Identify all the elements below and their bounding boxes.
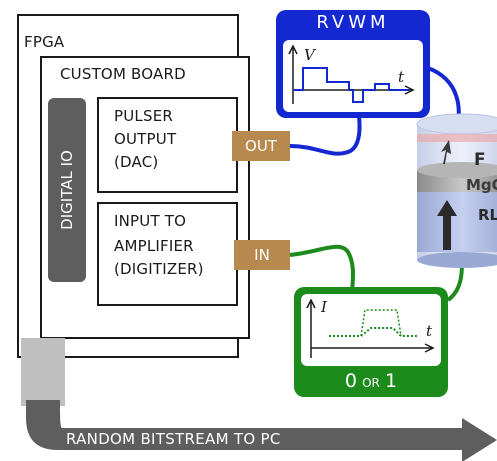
in-port: IN: [234, 240, 290, 270]
readout-plot: [306, 298, 435, 358]
readout-x-axis-label: t: [426, 322, 433, 340]
rvwm-title: RVWM: [316, 12, 390, 33]
out-port: OUT: [232, 131, 290, 161]
device-bottom-label: RL: [478, 206, 497, 224]
readout-title-or: OR: [362, 376, 380, 390]
readout-title-zero: 0: [344, 370, 357, 392]
rvwm-x-axis-label: t: [398, 68, 405, 86]
mtj-device: [416, 113, 497, 268]
readout-title: 0 OR 1: [294, 370, 448, 392]
amplifier-box: [97, 202, 238, 306]
readout-y-axis-label: I: [321, 298, 327, 316]
readout-trace-low: [329, 327, 419, 337]
fpga-label: FPGA: [24, 33, 65, 51]
digital-io-bar: [48, 98, 86, 282]
rvwm-y-axis-label: V: [304, 46, 315, 64]
pulser-label-2: OUTPUT: [114, 130, 177, 148]
custom-board-label: CUSTOM BOARD: [60, 65, 186, 83]
device-middle-label: MgO: [466, 176, 497, 194]
amplifier-label-2: AMPLIFIER: [114, 237, 194, 255]
bitstream-connector: [21, 338, 65, 406]
amplifier-label-3: (DIGITIZER): [114, 260, 204, 278]
bitstream-label: RANDOM BITSTREAM TO PC: [66, 430, 281, 448]
rvwm-plot: [288, 44, 415, 104]
amplifier-label-1: INPUT TO: [114, 212, 187, 230]
readout-plot-panel: [301, 294, 441, 366]
pulser-label-1: PULSER: [114, 107, 174, 125]
device-top-label: F: [474, 150, 486, 170]
free-layer-arrow: [441, 140, 451, 164]
reference-layer-arrow: [437, 200, 457, 250]
rvwm-waveform: [293, 67, 409, 103]
readout-title-one: 1: [384, 370, 398, 392]
bitstream-arrow: [26, 400, 497, 461]
pulser-label-3: (DAC): [114, 153, 159, 171]
readout-trace-high: [360, 309, 402, 337]
pulser-box: [97, 97, 238, 193]
green-wire: [289, 244, 355, 296]
